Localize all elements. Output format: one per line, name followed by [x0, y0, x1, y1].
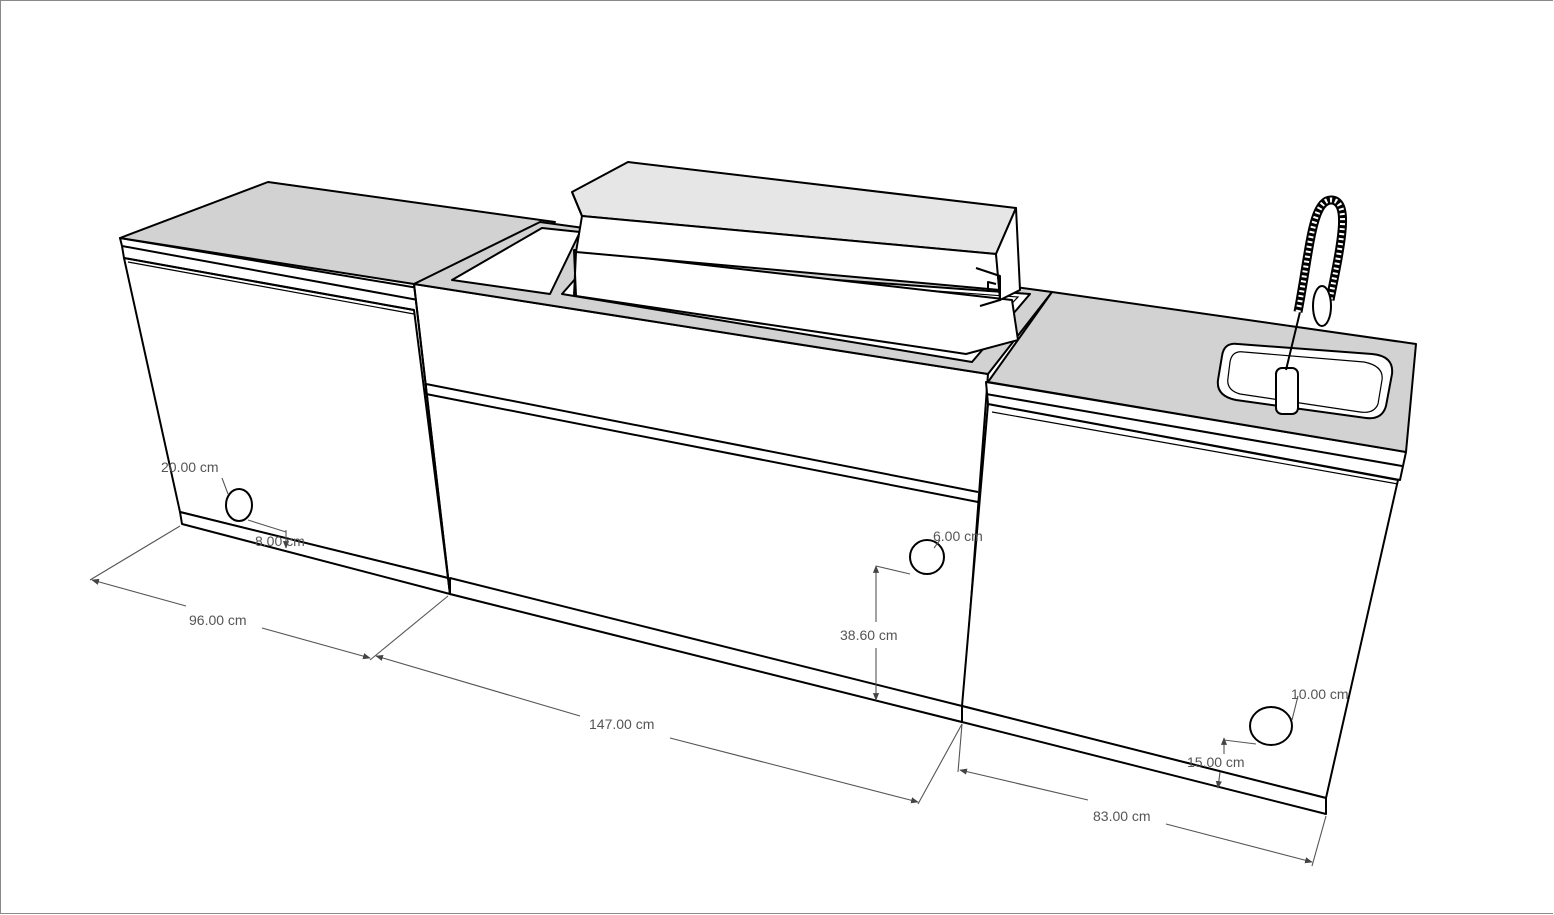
- sink-width-label: 83.00 cm: [1093, 808, 1151, 824]
- left-hole-offset-label: 8.00 cm: [255, 533, 305, 549]
- center-hole-diameter-label: 6.00 cm: [933, 528, 983, 544]
- center-hole-height-label: 38.60 cm: [840, 627, 898, 643]
- left-countertop: [119, 181, 556, 285]
- grill-width-label: 147.00 cm: [589, 716, 654, 732]
- left-width-label: 96.00 cm: [189, 612, 247, 628]
- right-pipe-hole: [1249, 706, 1293, 746]
- grill-cabinet: [413, 161, 1053, 723]
- right-hole-diameter-label: 10.00 cm: [1291, 686, 1349, 702]
- faucet-spray-head: [1312, 285, 1332, 327]
- left-cabinet: [119, 181, 556, 595]
- faucet-base: [1275, 367, 1299, 415]
- sink-cabinet-plinth: [961, 705, 1327, 815]
- grill-body: [573, 249, 1019, 355]
- left-hole-diameter-label: 20.00 cm: [161, 459, 219, 475]
- left-pipe-hole: [225, 488, 253, 522]
- sink-countertop: [987, 291, 1417, 453]
- dimension-lines: 96.00 cm 147.00 cm 83.00 cm 20.00 cm 8.0…: [89, 459, 1349, 867]
- grill-lid-side: [995, 207, 1021, 301]
- faucet: [1275, 195, 1347, 415]
- right-hole-height-label: 15.00 cm: [1187, 754, 1245, 770]
- sink-basin: [1216, 342, 1394, 420]
- center-pipe-hole: [909, 539, 945, 575]
- sink-cabinet: [961, 195, 1417, 815]
